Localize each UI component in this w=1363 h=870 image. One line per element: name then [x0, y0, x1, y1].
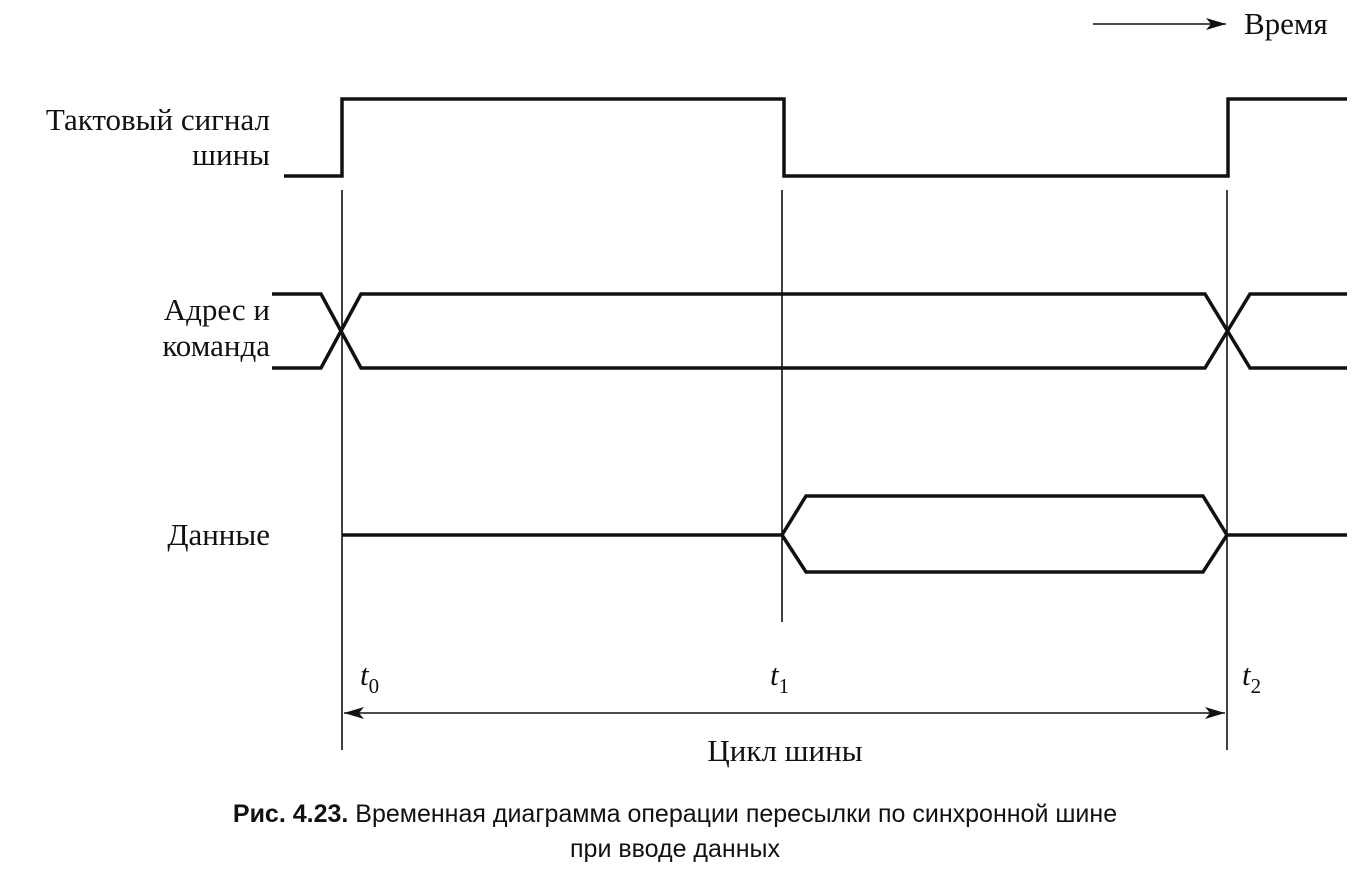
- clock-label-line2: шины: [192, 137, 270, 172]
- figure-caption-text: Временная диаграмма операции пересылки п…: [355, 800, 1117, 828]
- figure-caption-line2: при вводе данных: [570, 835, 780, 863]
- t2-label: t2: [1242, 657, 1261, 698]
- t1-label: t1: [770, 657, 789, 698]
- address-waveform: [272, 292, 1347, 370]
- figure-number: Рис. 4.23.: [233, 800, 348, 828]
- address-label-line2: команда: [162, 328, 270, 363]
- time-legend-label: Время: [1244, 6, 1328, 41]
- t0-label: t0: [360, 657, 379, 698]
- bus-cycle-label: Цикл шины: [707, 733, 862, 768]
- clock-waveform: [284, 97, 1347, 178]
- clock-label-line1: Тактовый сигнал: [46, 102, 270, 137]
- figure-caption-line1: Рис. 4.23. Временная диаграмма операции …: [233, 800, 1117, 828]
- time-legend: Время: [1093, 6, 1328, 41]
- data-label: Данные: [167, 517, 270, 552]
- data-waveform: [342, 494, 1347, 574]
- address-label-line1: Адрес и: [164, 292, 270, 327]
